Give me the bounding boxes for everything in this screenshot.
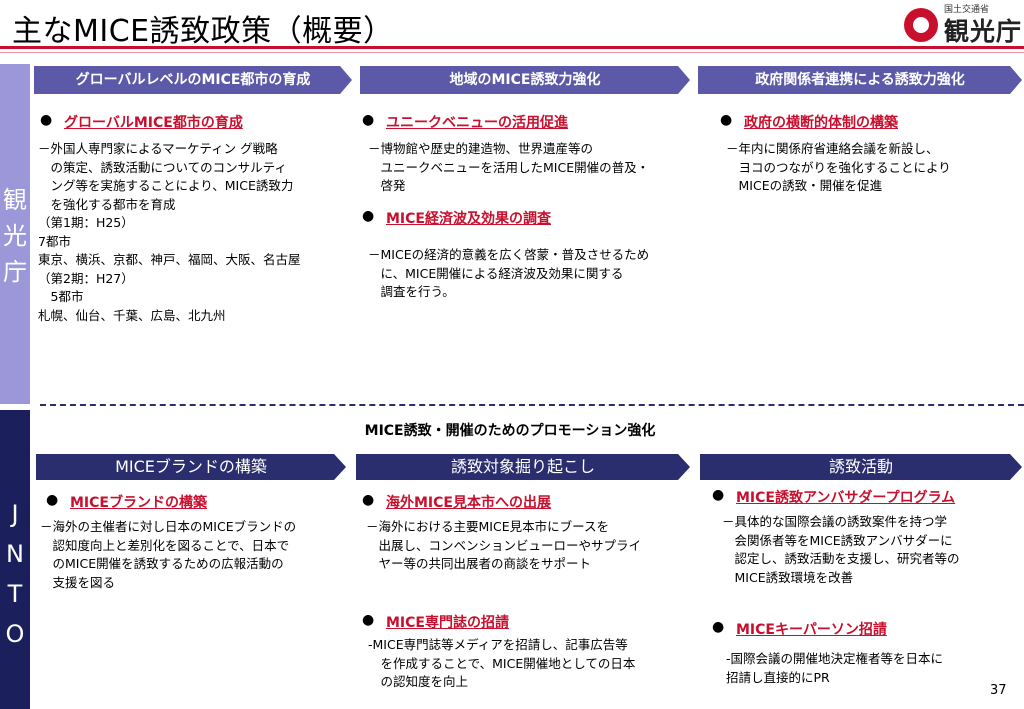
section-body: －博物館や歴史的建造物、世界遺産等の ユニークベニューを活用したMICE開催の普… xyxy=(368,141,650,193)
section-heading: MICE誘致アンバサダープログラム xyxy=(736,490,956,506)
bullet-icon: ● xyxy=(362,492,375,508)
logo-mark-icon xyxy=(904,8,938,42)
bullet-icon: ● xyxy=(712,619,725,635)
arrow-header-activity: 誘致活動 xyxy=(700,454,1022,480)
side-char-kankocho-2: 庁 xyxy=(3,258,27,286)
side-char-kankocho-0: 観 xyxy=(3,186,27,214)
section-overseas-fair: ● 海外MICE見本市への出展 xyxy=(362,492,551,512)
section-heading: ユニークベニューの活用促進 xyxy=(386,115,568,131)
section-heading: MICE経済波及効果の調査 xyxy=(386,211,551,227)
page-number: 37 xyxy=(990,683,1007,698)
section-heading: MICEブランドの構築 xyxy=(70,495,207,511)
arrow-header-government: 政府関係者連携による誘致力強化 xyxy=(698,66,1022,94)
side-char-jnto-0: J xyxy=(11,500,19,528)
side-label-kankocho-text: 観光庁 xyxy=(0,64,30,290)
section-body: －MICEの経済的意義を広く啓蒙・普及させるため に、MICE開催による経済波及… xyxy=(368,247,650,299)
title-underline-thin xyxy=(0,52,1024,53)
section-body: -MICE専門誌等メディアを招請し、記事広告等 を作成することで、MICE開催地… xyxy=(368,637,636,689)
section-keyperson-invitation: ● MICEキーパーソン招請 xyxy=(712,619,887,639)
bullet-icon: ● xyxy=(712,487,725,503)
logo-name-text: 観光庁 xyxy=(944,17,1023,46)
arrow-header-brand: MICEブランドの構築 xyxy=(36,454,346,480)
side-char-jnto-2: T xyxy=(7,580,23,608)
bullet-icon: ● xyxy=(720,112,733,128)
section-heading: MICEキーパーソン招請 xyxy=(736,622,887,638)
section-divider xyxy=(40,404,1024,406)
page-title: 主なMICE誘致政策（概要） xyxy=(12,14,394,49)
bullet-icon: ● xyxy=(46,492,59,508)
arrow-header-regional: 地域のMICE誘致力強化 xyxy=(360,66,690,94)
section-heading: MICE専門誌の招請 xyxy=(386,615,509,631)
side-label-kankocho: 観光庁 xyxy=(0,64,30,404)
section-body: －年内に関係府省連絡会議を新設し、 ヨコのつながりを強化することにより MICE… xyxy=(726,141,951,193)
section-heading: 海外MICE見本市への出展 xyxy=(386,495,551,511)
section-heading: 政府の横断的体制の構築 xyxy=(744,115,898,131)
side-char-kankocho-1: 光 xyxy=(3,222,27,250)
section-heading: グローバルMICE都市の育成 xyxy=(64,115,243,131)
logo-ministry-text: 国土交通省 xyxy=(944,5,990,15)
promotion-title: MICE誘致・開催のためのプロモーション強化 xyxy=(364,423,656,439)
bullet-icon: ● xyxy=(362,612,375,628)
section-body: －海外における主要MICE見本市にブースを 出展し、コンベンションビューローやサ… xyxy=(366,519,642,571)
bullet-icon: ● xyxy=(40,112,53,128)
section-global-mice-city: ● グローバルMICE都市の育成 xyxy=(40,112,243,132)
section-body: －海外の主催者に対し日本のMICEブランドの 認知度向上と差別化を図ることで、日… xyxy=(40,519,297,590)
section-body: -国際会議の開催地決定権者等を日本に 招請し直接的にPR xyxy=(726,651,944,685)
section-unique-venue: ● ユニークベニューの活用促進 xyxy=(362,112,568,132)
arrow-header-global: グローバルレベルのMICE都市の育成 xyxy=(34,66,352,94)
side-char-jnto-1: N xyxy=(6,540,24,568)
section-mice-brand: ● MICEブランドの構築 xyxy=(46,492,207,512)
section-body: －具体的な国際会議の誘致案件を持つ学 会関係者等をMICE誘致アンバサダーに 認… xyxy=(722,514,960,585)
kankocho-logo: 国土交通省 観光庁 xyxy=(904,2,1022,46)
section-ambassador-program: ● MICE誘致アンバサダープログラム xyxy=(712,487,956,507)
bullet-icon: ● xyxy=(362,208,375,224)
section-body: －外国人専門家によるマーケティン グ戦略 の策定、誘致活動についてのコンサルティ… xyxy=(38,141,301,323)
title-underline xyxy=(0,46,1024,49)
section-economic-survey: ● MICE経済波及効果の調査 xyxy=(362,208,551,228)
side-char-jnto-3: O xyxy=(5,620,25,648)
arrow-header-target: 誘致対象掘り起こし xyxy=(356,454,690,480)
section-media-invitation: ● MICE専門誌の招請 xyxy=(362,612,509,632)
section-government-system: ● 政府の横断的体制の構築 xyxy=(720,112,898,132)
bullet-icon: ● xyxy=(362,112,375,128)
